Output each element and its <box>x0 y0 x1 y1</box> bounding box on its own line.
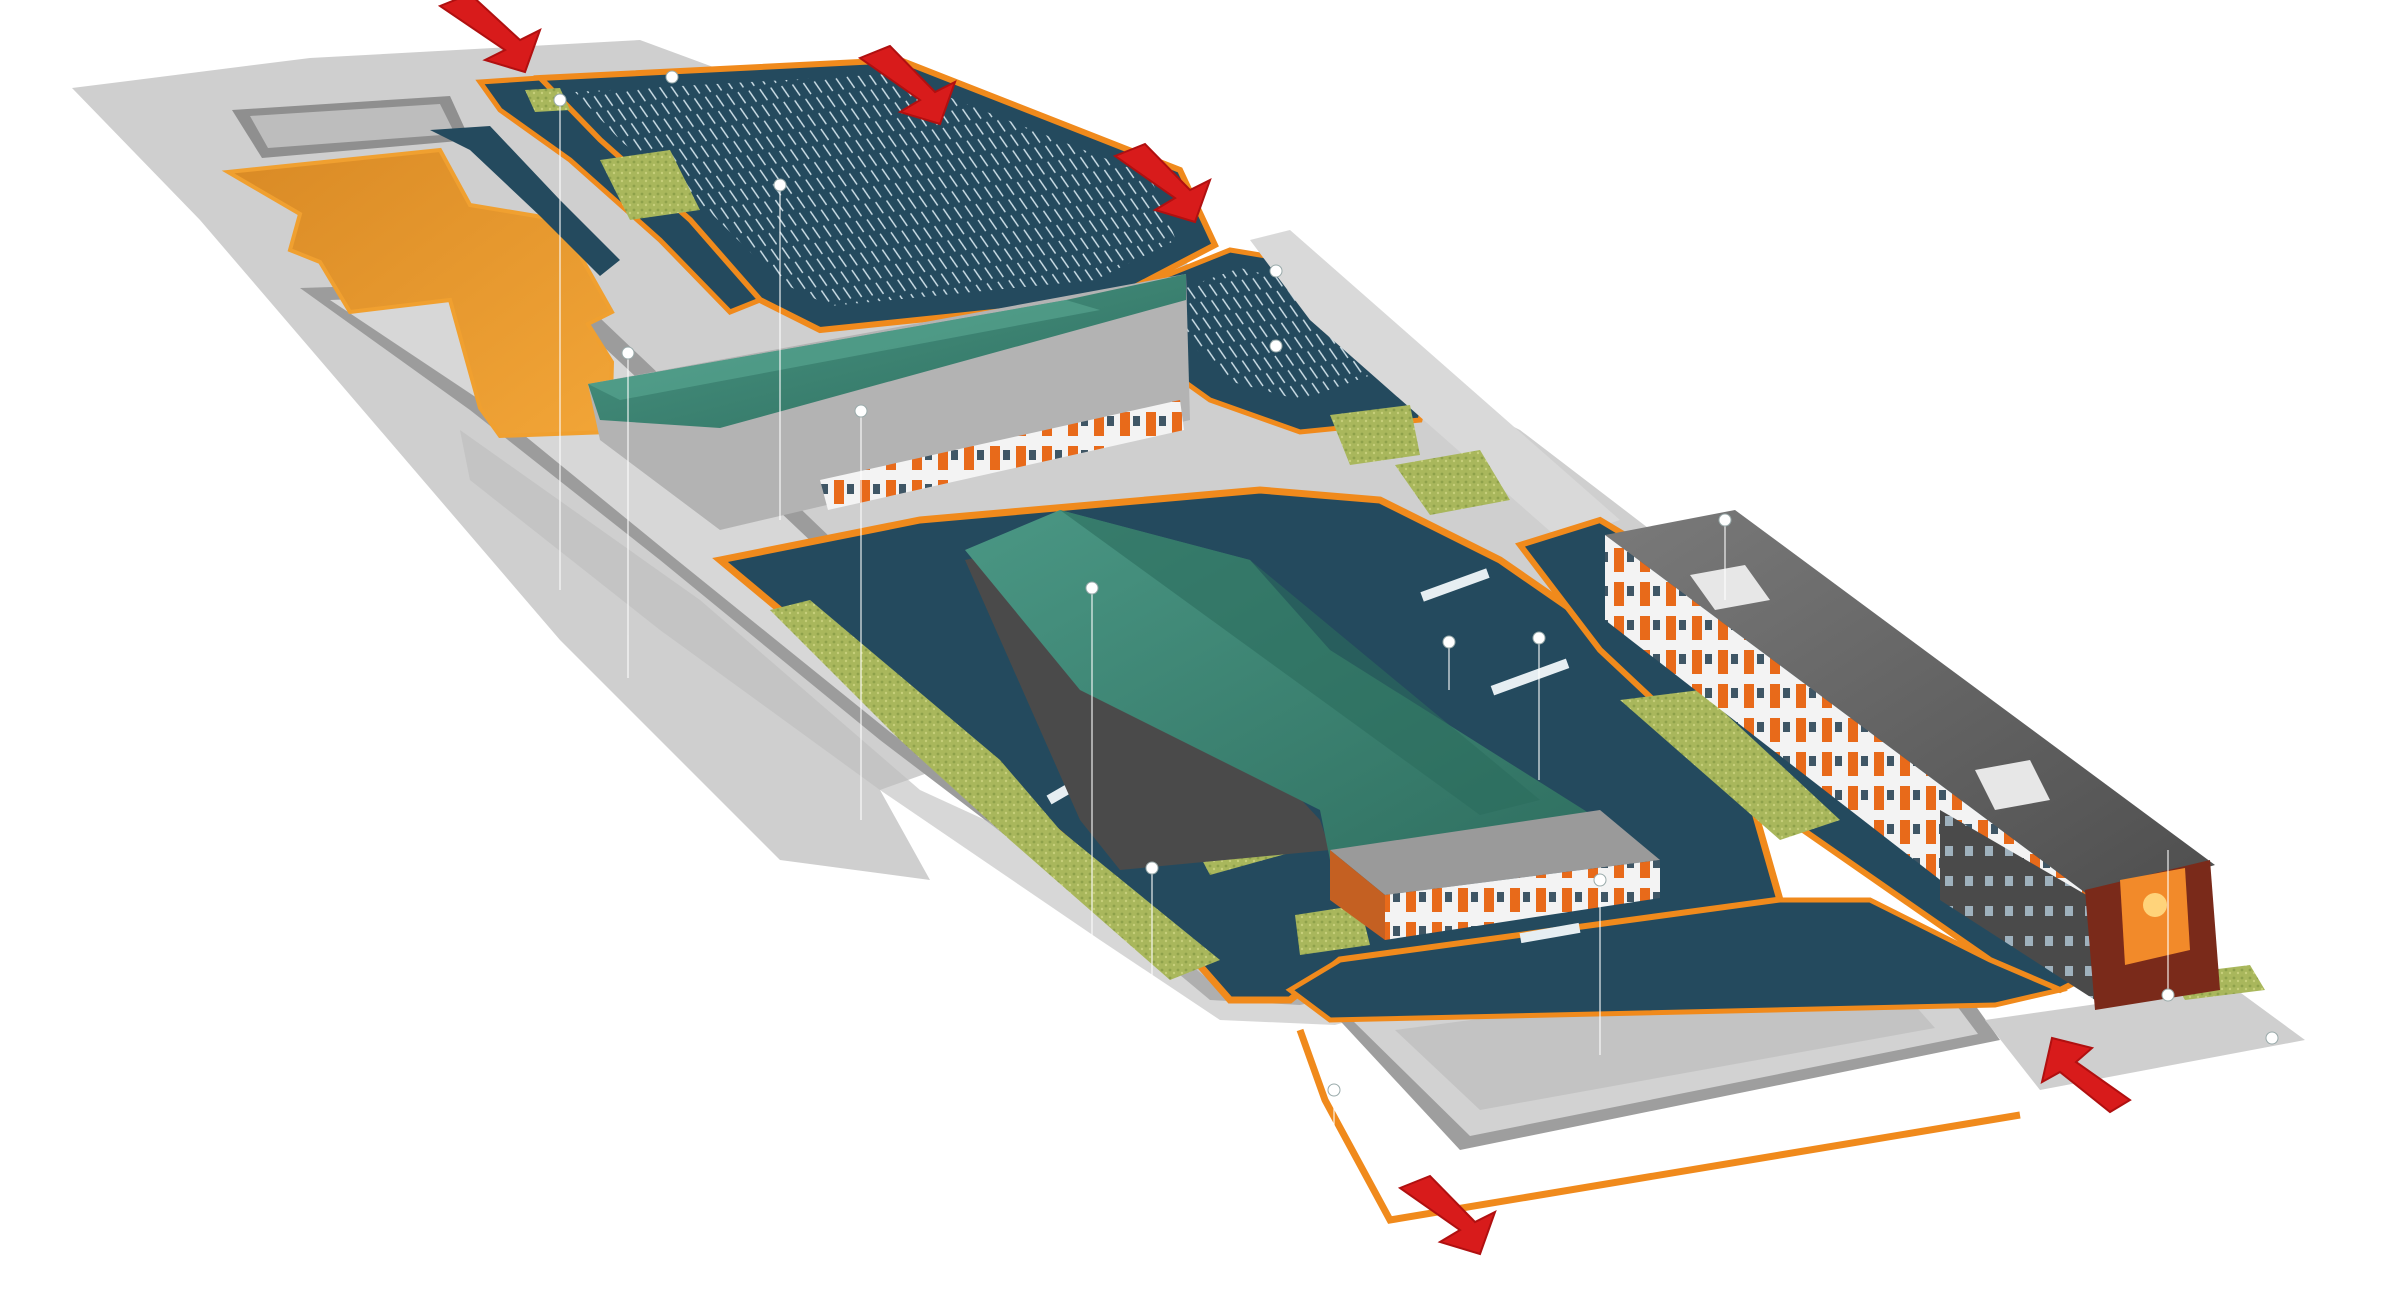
hotel-building[interactable] <box>1605 510 2220 1010</box>
grass-east-1 <box>1395 450 1510 515</box>
hotspot-9[interactable] <box>1442 635 1456 649</box>
hotspot-2[interactable] <box>665 70 679 84</box>
arrow-top-center[interactable] <box>857 44 957 126</box>
west-access-lane <box>430 126 620 276</box>
hotspot-markers <box>553 70 2279 1097</box>
grass-office-front <box>1295 905 1370 955</box>
hotspot-16[interactable] <box>2265 1031 2279 1045</box>
grass-west-belt <box>770 600 1220 980</box>
warehouse-north[interactable] <box>588 274 1190 530</box>
market-hall[interactable] <box>965 510 1600 870</box>
south-loop-road <box>1296 1028 2021 1224</box>
east-parking-stalls <box>1150 268 1380 400</box>
north-parking-stalls <box>575 74 1176 306</box>
hotel-facade-dark <box>1940 810 2095 1000</box>
entry-arrows <box>437 0 2132 1256</box>
hotspot-4[interactable] <box>621 346 635 360</box>
market-hall-roof-ridge <box>1060 510 1540 815</box>
grass-hotel-side <box>1620 690 1840 840</box>
hotspot-10[interactable] <box>1532 631 1546 645</box>
office-block[interactable] <box>1330 810 1660 940</box>
warehouse-north-windows <box>820 400 1184 510</box>
east-plaza <box>1250 230 1620 540</box>
hotspot-11[interactable] <box>1718 513 1732 527</box>
hotspot-14[interactable] <box>1327 1083 1341 1097</box>
hotel-roof <box>1605 510 2215 900</box>
hotspot-5[interactable] <box>854 404 868 418</box>
arrow-bottom-right[interactable] <box>2040 1036 2132 1114</box>
hotel-roof-unit-1 <box>1690 565 1770 610</box>
leader-lines <box>559 100 2169 1140</box>
north-pad-inner <box>250 104 455 148</box>
hotspot-13[interactable] <box>1593 873 1607 887</box>
warehouse-north-roof-ridge <box>588 300 1100 400</box>
grass-north-2 <box>600 150 700 220</box>
hotspot-15[interactable] <box>2161 988 2175 1002</box>
office-block-facade <box>1330 850 1385 940</box>
hotspot-8[interactable] <box>1085 581 1099 595</box>
hotspot-12[interactable] <box>1145 861 1159 875</box>
south-access-road <box>1285 897 2069 1023</box>
orange-plaza <box>221 147 615 439</box>
hotel-logo-badge <box>2143 893 2167 917</box>
arrow-top-left[interactable] <box>437 0 542 74</box>
hotspot-1[interactable] <box>553 93 567 107</box>
office-block-roof <box>1330 810 1660 895</box>
hotel-roof-unit-2 <box>1975 760 2050 810</box>
arrow-top-right[interactable] <box>1112 142 1212 224</box>
grass-market-east <box>1330 405 1420 465</box>
hotspot-6[interactable] <box>1269 264 1283 278</box>
hotspot-3[interactable] <box>773 178 787 192</box>
office-block-front <box>1385 860 1660 940</box>
hotspot-7[interactable] <box>1269 339 1283 353</box>
arrow-bottom-exit[interactable] <box>1397 1174 1497 1256</box>
